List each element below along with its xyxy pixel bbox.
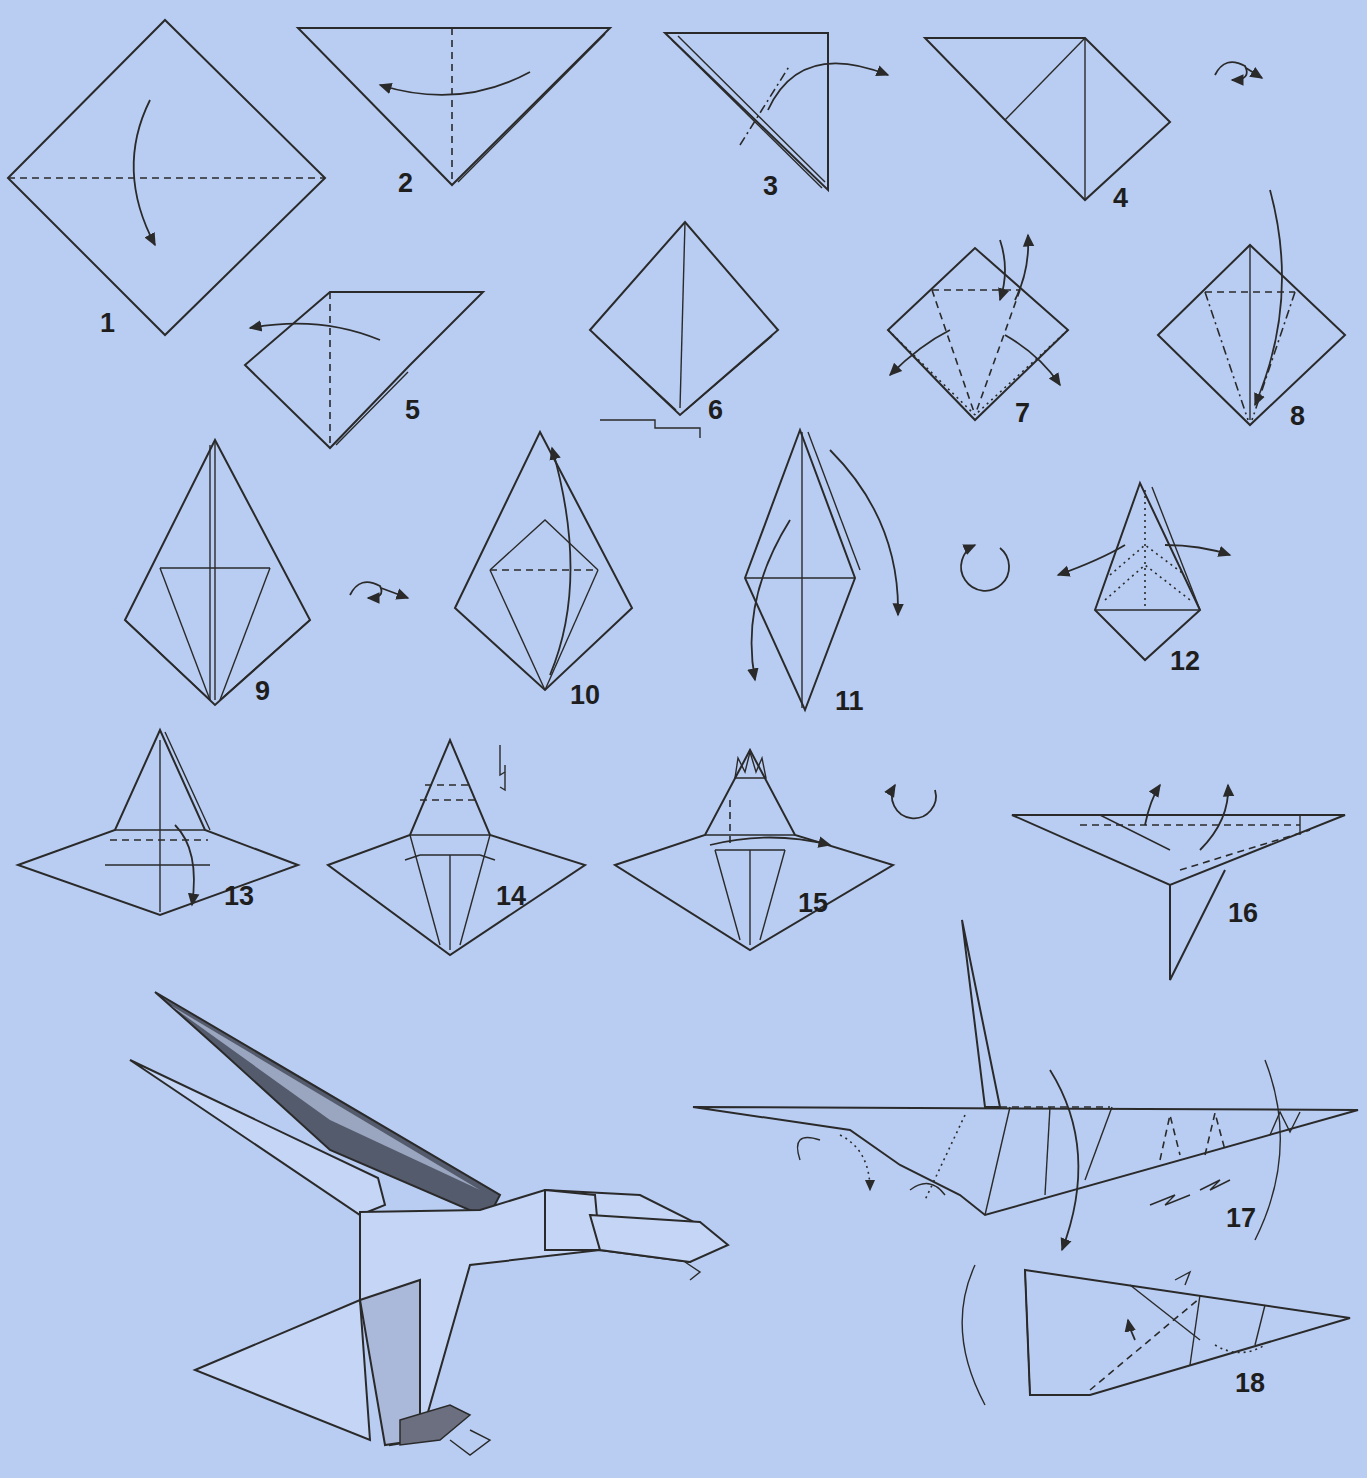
step-11-figure — [745, 430, 1009, 710]
step-number: 8 — [1290, 403, 1305, 430]
step-number: 12 — [1170, 648, 1200, 675]
step-number: 7 — [1015, 400, 1030, 427]
step-7-figure — [888, 235, 1068, 420]
step-17-figure — [693, 920, 1358, 1250]
step-number: 6 — [708, 397, 723, 424]
step-number: 1 — [100, 310, 115, 337]
step-16-figure — [1012, 785, 1345, 980]
step-number: 17 — [1226, 1205, 1256, 1232]
step-number: 9 — [255, 678, 270, 705]
step-number: 11 — [835, 688, 864, 715]
step-10-figure — [455, 432, 632, 690]
step-15-figure — [615, 750, 936, 950]
step-number: 13 — [224, 883, 254, 910]
step-14-figure — [328, 740, 585, 955]
step-number: 5 — [405, 397, 420, 424]
step-3-figure — [665, 33, 888, 190]
step-number: 14 — [496, 883, 526, 910]
step-5-figure — [245, 292, 483, 448]
step-1-figure — [8, 20, 325, 335]
step-9-figure — [125, 440, 408, 705]
step-13-figure — [18, 730, 298, 915]
step-number: 16 — [1228, 900, 1258, 927]
step-number: 18 — [1235, 1370, 1265, 1397]
step-18-figure — [962, 1265, 1350, 1405]
step-8-figure — [1158, 190, 1345, 425]
step-number: 4 — [1113, 185, 1128, 212]
step-number: 15 — [798, 890, 828, 917]
step-12-figure — [1058, 483, 1230, 660]
step-number: 3 — [763, 173, 778, 200]
step-6-figure — [590, 222, 778, 438]
finished-model — [130, 992, 728, 1455]
step-number: 2 — [398, 170, 413, 197]
step-number: 10 — [570, 682, 600, 709]
step-2-figure — [298, 28, 610, 185]
step-4-figure — [925, 38, 1262, 200]
